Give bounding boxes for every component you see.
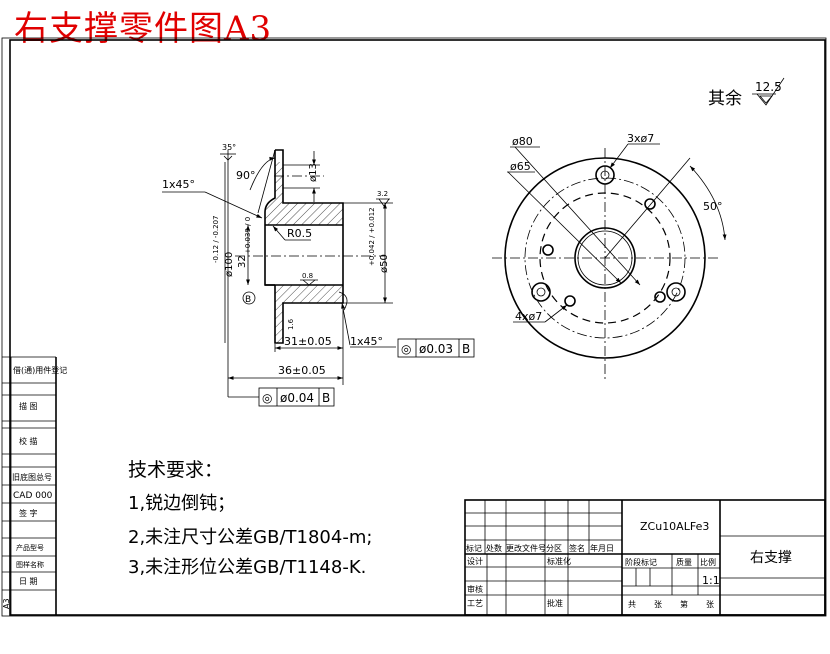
stage-header-0: 阶段标记 bbox=[625, 557, 657, 567]
section-view: 35° 90° 1x45° R0.5 ø13 ø100 -0.12 / -0.2… bbox=[162, 143, 475, 407]
row-process: 工艺 bbox=[467, 599, 483, 608]
scale-value: 1:1 bbox=[702, 574, 720, 587]
sheet-2: 第 bbox=[680, 599, 688, 609]
rev-header-1: 处数 bbox=[486, 543, 502, 553]
row-review: 审核 bbox=[467, 584, 483, 594]
sidebar-row-5: 签 字 bbox=[19, 508, 38, 518]
dim-dia-50-tol: +0.042 / +0.012 bbox=[368, 207, 376, 266]
row-approve: 批准 bbox=[547, 598, 563, 608]
dim-d65: ø65 bbox=[510, 160, 531, 173]
rough-2: 0.8 bbox=[302, 272, 313, 280]
front-view: ø80 ø65 3xø7 4xø7 50° bbox=[492, 132, 727, 380]
sidebar-row-0: 借(通)用件登记 bbox=[13, 365, 67, 375]
row-standard: 标准化 bbox=[547, 556, 571, 566]
sidebar-row-7: 图样名称 bbox=[16, 560, 44, 569]
dim-chamfer-top: 1x45° bbox=[162, 178, 195, 191]
rev-header-2: 更改文件号 bbox=[506, 543, 546, 553]
dim-chamfer-bottom: 1x45° bbox=[350, 335, 383, 348]
rev-header-3: 分区 bbox=[546, 544, 562, 553]
section-hatch-lower bbox=[275, 285, 343, 343]
dim-radius: R0.5 bbox=[287, 227, 312, 240]
stage-header-1: 质量 bbox=[676, 557, 692, 567]
dim-holes-top: 3xø7 bbox=[627, 132, 654, 145]
tol-2-ref: B bbox=[322, 391, 330, 405]
tol-2-sym: ◎ bbox=[262, 391, 272, 405]
sheet-border bbox=[1, 37, 827, 617]
rev-header-0: 标记 bbox=[466, 543, 482, 553]
sidebar-row-4: CAD 000 bbox=[13, 491, 53, 501]
title-block: 标记 处数 更改文件号 分区 签名 年月日 设计 标准化 审核 工艺 批准 ZC… bbox=[464, 499, 826, 616]
tol-2-val: ø0.04 bbox=[280, 391, 314, 405]
sidebar-row-3: 旧底图总号 bbox=[12, 472, 52, 482]
sidebar-row-1: 描 图 bbox=[19, 401, 38, 411]
dim-dia-32: 32 bbox=[237, 255, 248, 268]
row-design: 设计 bbox=[467, 556, 483, 566]
dim-dia-100-tol: -0.12 / -0.207 bbox=[212, 216, 220, 264]
tol-1-sym: ◎ bbox=[401, 342, 411, 356]
sidebar-corner: A3 bbox=[2, 598, 11, 609]
dim-dia-32-tol: +0.039 / 0 bbox=[244, 217, 252, 254]
rough-3: 1.6 bbox=[287, 318, 295, 330]
dim-angle-50: 50° bbox=[703, 200, 723, 213]
roughness-note-value: 12.5 bbox=[755, 80, 782, 94]
roughness-note-text: 其余 bbox=[708, 89, 742, 109]
dim-len-31: 31±0.05 bbox=[284, 335, 332, 348]
tol-1-val: ø0.03 bbox=[419, 342, 453, 356]
rev-header-4: 签名 bbox=[569, 543, 585, 553]
stage-header-2: 比例 bbox=[700, 557, 716, 567]
sidebar-table: 借(通)用件登记 描 图 校 描 旧底图总号 CAD 000 签 字 产品型号 … bbox=[2, 356, 67, 615]
tech-item-1: 1,锐边倒钝； bbox=[128, 493, 235, 514]
sidebar-row-6: 产品型号 bbox=[16, 543, 44, 552]
sidebar-row-8: 日 期 bbox=[19, 577, 38, 586]
sheet-0: 共 bbox=[628, 600, 636, 609]
sheet-3: 张 bbox=[706, 600, 714, 609]
sidebar-row-2: 校 描 bbox=[19, 436, 38, 446]
part-name: 右支撑 bbox=[750, 550, 792, 566]
dim-len-36: 36±0.05 bbox=[278, 364, 326, 377]
dim-angle-90: 90° bbox=[236, 169, 256, 182]
dim-hole: ø13 bbox=[308, 163, 319, 182]
tech-item-2: 2,未注尺寸公差GB/T1804-m; bbox=[128, 527, 372, 548]
rev-header-5: 年月日 bbox=[590, 543, 614, 553]
tech-item-3: 3,未注形位公差GB/T1148-K. bbox=[128, 557, 366, 578]
dim-d80: ø80 bbox=[512, 135, 533, 148]
dim-angle-top: 35° bbox=[222, 143, 236, 152]
tech-heading: 技术要求： bbox=[128, 459, 223, 481]
dim-dia-100: ø100 bbox=[224, 252, 235, 277]
tech-requirements: 技术要求： 1,锐边倒钝； 2,未注尺寸公差GB/T1804-m; 3,未注形位… bbox=[128, 459, 372, 578]
roughness-note: 其余 12.5 bbox=[708, 77, 785, 109]
dim-dia-50: ø50 bbox=[379, 254, 390, 273]
dim-holes-bottom: 4xø7 bbox=[515, 310, 542, 323]
rough-1: 3.2 bbox=[377, 190, 388, 198]
section-hatch-upper bbox=[265, 162, 343, 225]
tol-1-ref: B bbox=[462, 342, 470, 356]
material-label: ZCu10ALFe3 bbox=[640, 520, 709, 533]
datum-b: B bbox=[245, 295, 251, 305]
sheet-1: 张 bbox=[654, 600, 662, 609]
